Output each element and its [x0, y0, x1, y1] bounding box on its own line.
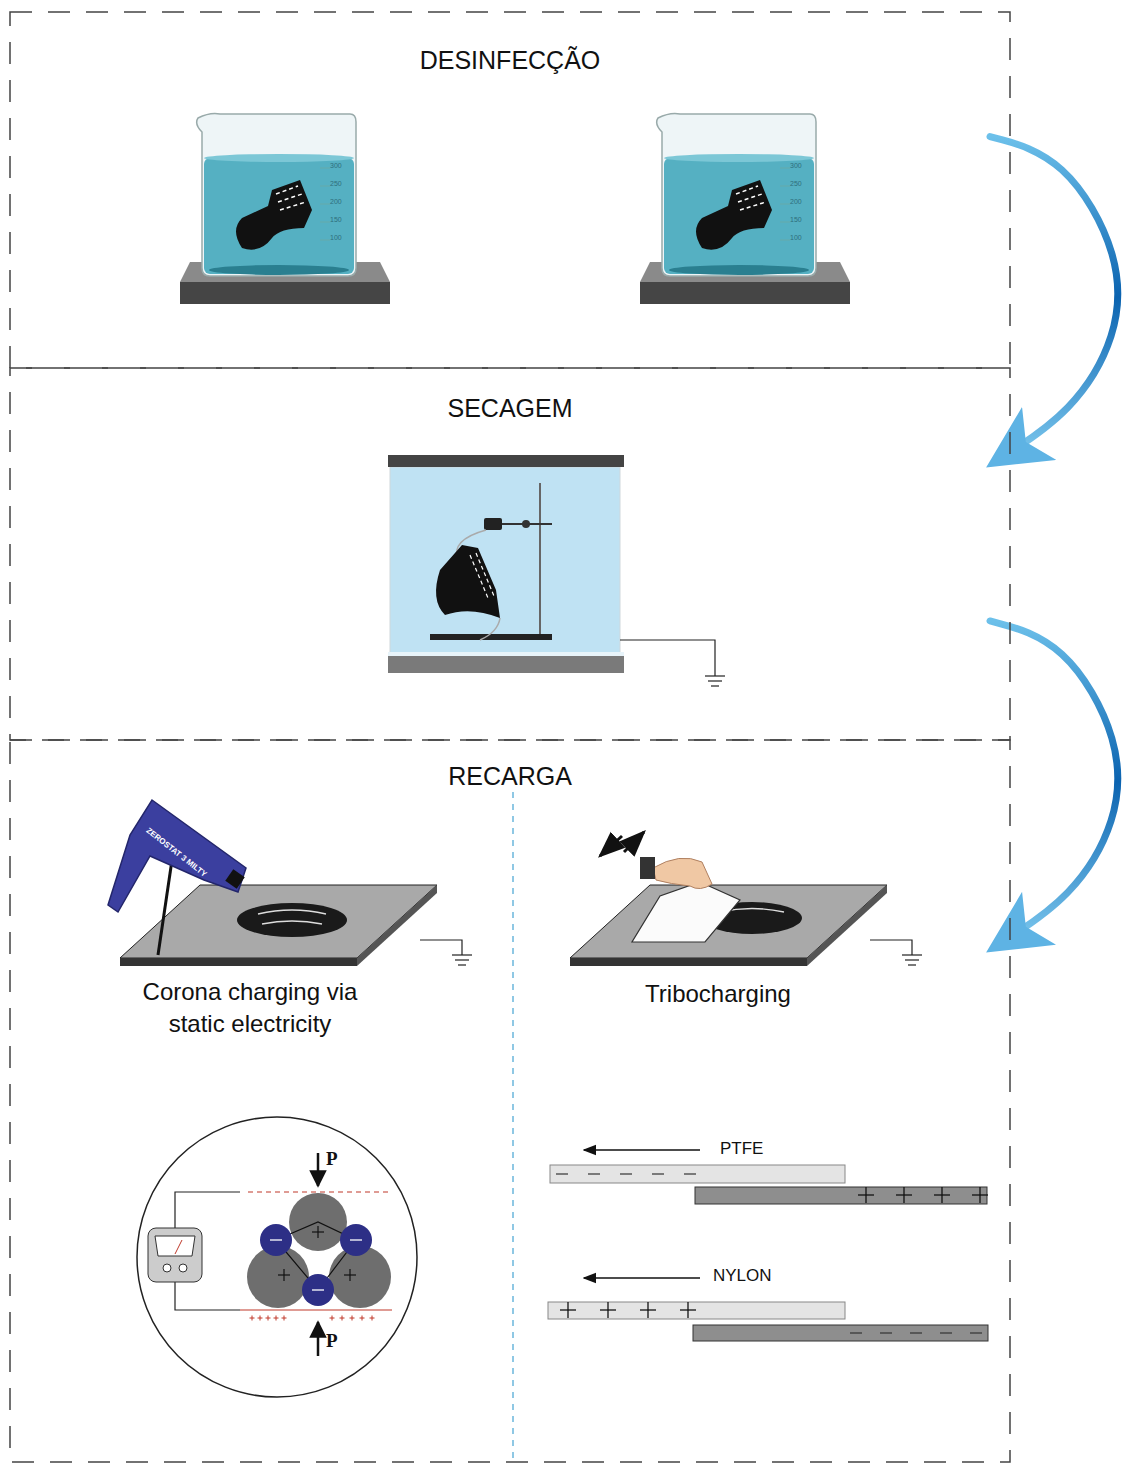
pressure-label: P: [326, 1148, 338, 1170]
scale-number: 200: [330, 198, 342, 206]
panel-heading: SECAGEM: [10, 394, 1010, 423]
caption: Tribocharging: [645, 980, 791, 1008]
scale-number: 150: [790, 216, 802, 224]
caption: Corona charging via static electricity: [125, 976, 375, 1041]
material-label: PTFE: [720, 1139, 763, 1159]
panel-heading: RECARGA: [10, 762, 1010, 791]
pressure-label: P: [326, 1330, 338, 1352]
scale-number: 150: [330, 216, 342, 224]
scale-number: 300: [790, 162, 802, 170]
flow-arrow: [990, 137, 1118, 458]
panel-heading: DESINFECÇÃO: [10, 46, 1010, 75]
scale-number: 100: [330, 234, 342, 242]
panel-outline: [10, 368, 1010, 740]
dashed-panel: DESINFECÇÃO: [10, 12, 1010, 368]
scale-number: 300: [330, 162, 342, 170]
scale-number: 100: [790, 234, 802, 242]
scale-number: 200: [790, 198, 802, 206]
flow-arrow: [990, 621, 1118, 942]
scale-number: 250: [330, 180, 342, 188]
scale-number: 250: [790, 180, 802, 188]
dashed-panel: RECARGA: [10, 740, 1010, 1462]
dashed-panel: SECAGEM: [10, 368, 1010, 740]
panel-outline: [10, 740, 1010, 1462]
material-label: NYLON: [713, 1266, 772, 1286]
